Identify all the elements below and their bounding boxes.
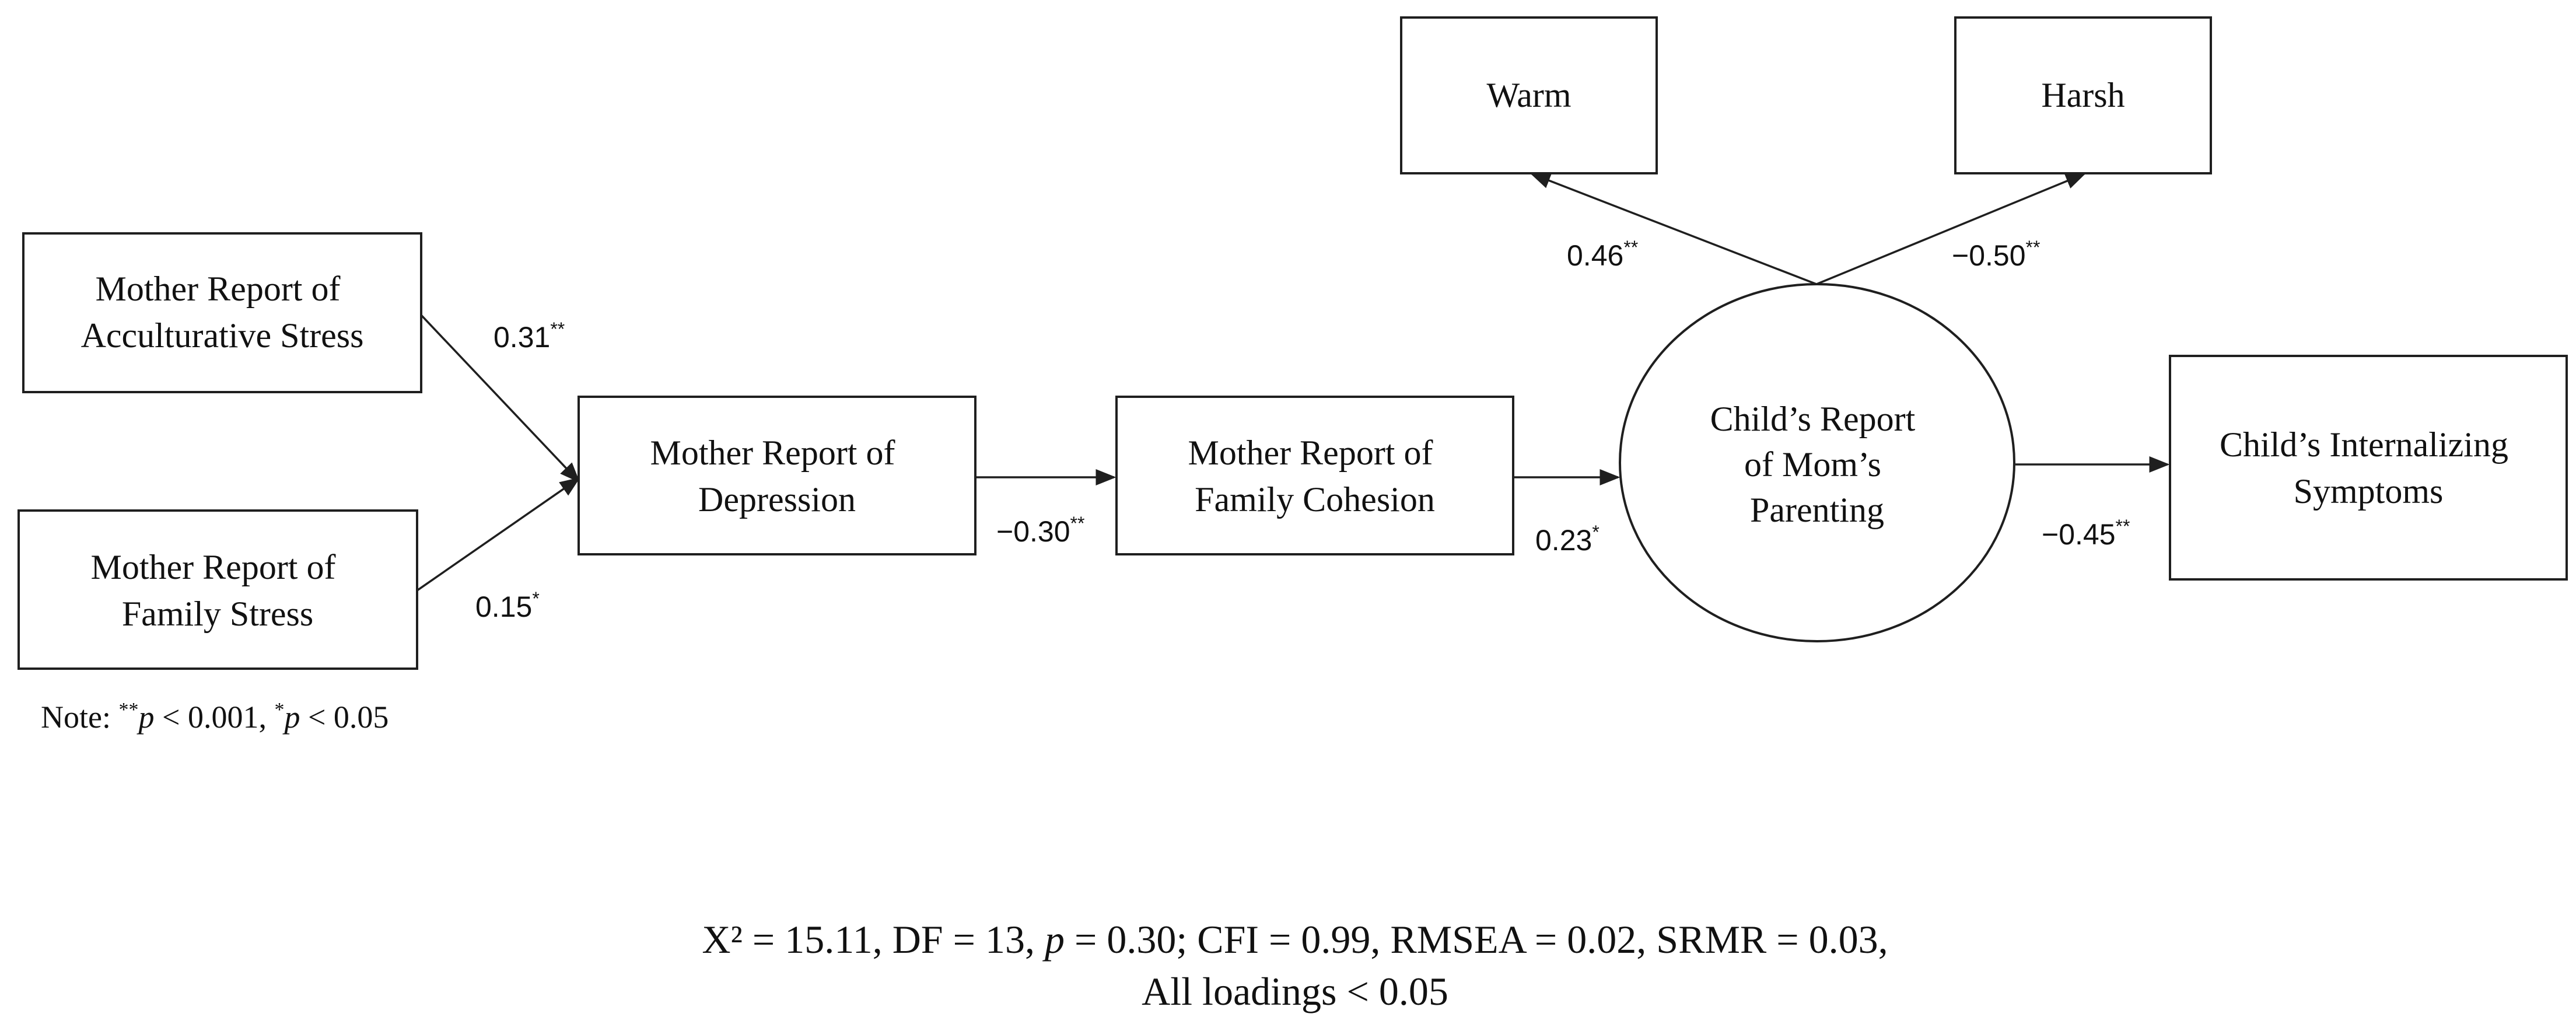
svg-text:Warm: Warm [1486, 76, 1571, 114]
node-label-line: Family Stress [122, 595, 313, 633]
path-acculturative-to-depression [420, 314, 580, 483]
model-fit-line-2: All loadings < 0.05 [1142, 969, 1448, 1013]
svg-text:Mother Report of Family: Mother Report of Family Stress [91, 548, 345, 633]
node-label-line: Child’s Report [1710, 400, 1916, 438]
node-label-line: of Mom’s [1744, 445, 1881, 484]
node-label-line: Warm [1486, 76, 1571, 114]
node-label-line: Depression [698, 480, 856, 519]
significance-note: Note: **p < 0.001, *p < 0.05 [41, 699, 388, 735]
node-internalizing: Child’s Internalizing Symptoms [2169, 355, 2568, 581]
coef-parenting-to-warm: 0.46** [1567, 237, 1638, 272]
node-label-line: Mother Report of [96, 270, 341, 308]
node-warm: Warm [1400, 16, 1658, 174]
node-depression: Mother Report of Depression [578, 396, 977, 555]
node-label-line: Mother Report of [1188, 434, 1433, 472]
node-label-line: Harsh [2041, 76, 2124, 114]
coef-parenting-to-internalizing: −0.45** [2042, 516, 2130, 551]
path-parenting-to-warm [1530, 173, 1817, 285]
node-label-line: Acculturative Stress [81, 316, 364, 355]
node-parenting: Child’s Report of Mom’s Parenting [1619, 283, 2015, 642]
node-label-line: Family Cohesion [1195, 480, 1435, 519]
node-label-line: Child’s Internalizing [2220, 425, 2508, 464]
node-label-line: Parenting [1750, 491, 1884, 529]
path-family-stress-to-depression [416, 477, 580, 592]
coef-parenting-to-harsh: −0.50** [1952, 237, 2040, 272]
svg-text:Mother Report of Accultu: Mother Report of Acculturative Stress [81, 270, 364, 355]
node-acculturative-stress: Mother Report of Acculturative Stress [22, 232, 422, 393]
node-label-line: Mother Report of [650, 434, 895, 472]
node-family-stress: Mother Report of Family Stress [18, 509, 418, 670]
node-label-line: Symptoms [2294, 472, 2444, 511]
model-fit-line-1: X² = 15.11, DF = 13, p = 0.30; CFI = 0.9… [702, 917, 1888, 962]
svg-text:Child’s Report of Mom’s: Child’s Report of Mom’s Parenting [1710, 400, 1924, 529]
svg-text:Mother Report of Depress: Mother Report of Depression [650, 434, 904, 519]
coef-acculturative-to-depression: 0.31** [494, 319, 565, 354]
coef-depression-to-cohesion: −0.30** [996, 513, 1084, 548]
svg-text:Harsh: Harsh [2041, 76, 2124, 114]
coef-cohesion-to-parenting: 0.23* [1535, 522, 1600, 557]
node-harsh: Harsh [1954, 16, 2212, 174]
path-parenting-to-harsh [1816, 173, 2087, 285]
node-family-cohesion: Mother Report of Family Cohesion [1115, 396, 1514, 555]
node-label-line: Mother Report of [91, 548, 336, 586]
coef-family-stress-to-depression: 0.15* [475, 588, 540, 623]
svg-text:Mother Report of Family: Mother Report of Family Cohesion [1188, 434, 1442, 519]
svg-text:Child’s Internalizing Sy: Child’s Internalizing Symptoms [2220, 425, 2517, 511]
